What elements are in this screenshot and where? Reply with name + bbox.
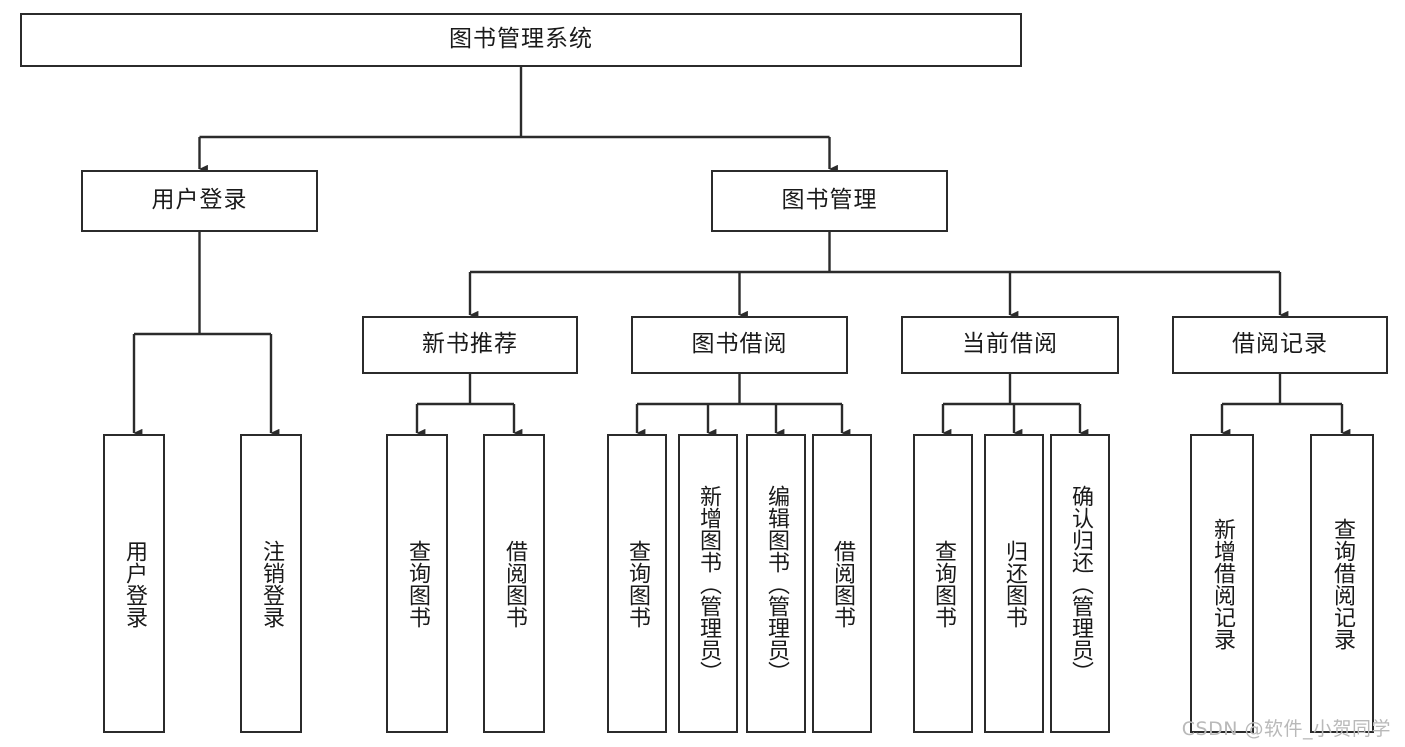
node-leaf-br-query: 查询图书 (607, 434, 667, 733)
node-leaf-br-edit: 编辑图书（管理员） (746, 434, 806, 733)
node-leaf-user-logout: 注销登录 (240, 434, 302, 733)
node-label: 借阅记录 (1232, 331, 1328, 358)
node-leaf-rc-add: 新增借阅记录 (1190, 434, 1254, 733)
node-leaf-cu-query: 查询图书 (913, 434, 973, 733)
node-newbook: 新书推荐 (362, 316, 578, 374)
node-borrow: 图书借阅 (631, 316, 848, 374)
node-label: 确认归还（管理员） (1067, 484, 1093, 683)
node-label: 借阅图书 (829, 539, 855, 628)
node-label: 注销登录 (258, 539, 284, 628)
node-leaf-new-query: 查询图书 (386, 434, 448, 733)
node-login: 用户登录 (81, 170, 318, 232)
node-label: 新书推荐 (422, 331, 518, 358)
node-label: 新增借阅记录 (1209, 517, 1235, 650)
connector-lines (132, 67, 1351, 438)
node-current: 当前借阅 (901, 316, 1119, 374)
node-leaf-new-borrow: 借阅图书 (483, 434, 545, 733)
node-label: 图书借阅 (691, 331, 788, 358)
node-label: 查询借阅记录 (1329, 517, 1355, 650)
node-label: 新增图书（管理员） (695, 484, 721, 683)
node-label: 查询图书 (930, 539, 956, 628)
node-label: 图书管理系统 (449, 26, 593, 53)
node-label: 当前借阅 (962, 331, 1058, 358)
node-leaf-br-borrow: 借阅图书 (812, 434, 872, 733)
node-label: 用户登录 (121, 539, 147, 628)
node-leaf-rc-query: 查询借阅记录 (1310, 434, 1374, 733)
node-label: 图书管理 (781, 187, 878, 214)
node-record: 借阅记录 (1172, 316, 1388, 374)
node-label: 归还图书 (1001, 539, 1027, 628)
node-label: 查询图书 (404, 539, 430, 628)
node-leaf-user-login: 用户登录 (103, 434, 165, 733)
node-label: 用户登录 (151, 187, 248, 214)
node-leaf-br-add: 新增图书（管理员） (678, 434, 738, 733)
node-root: 图书管理系统 (20, 13, 1022, 67)
node-bookmgmt: 图书管理 (711, 170, 948, 232)
node-label: 编辑图书（管理员） (763, 484, 789, 683)
node-leaf-cu-confirm: 确认归还（管理员） (1050, 434, 1110, 733)
node-leaf-cu-return: 归还图书 (984, 434, 1044, 733)
node-label: 借阅图书 (501, 539, 527, 628)
node-label: 查询图书 (624, 539, 650, 628)
